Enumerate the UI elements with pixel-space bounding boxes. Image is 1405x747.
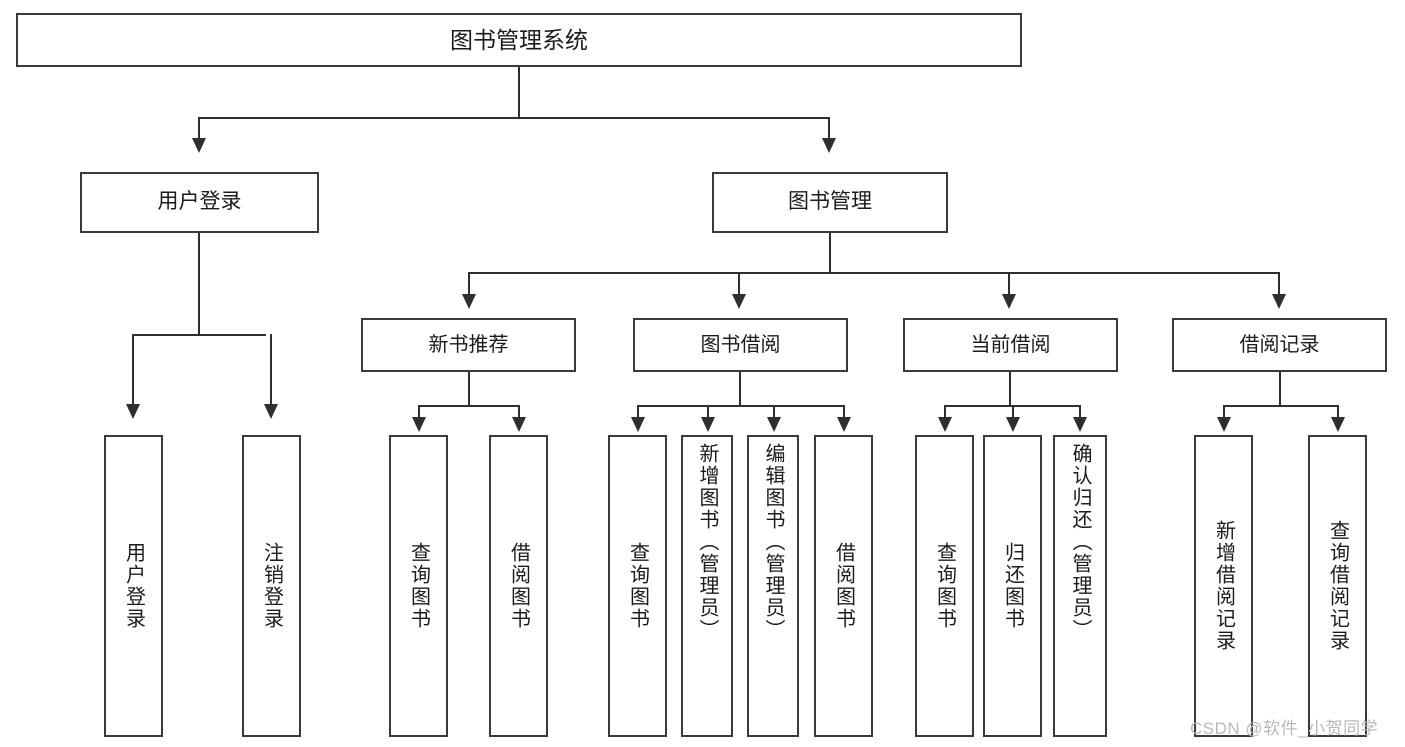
node-label: 用户登录 (122, 542, 145, 630)
node-label: 查询图书 (626, 542, 649, 630)
leaf-edit-book-admin[interactable]: 编辑图书（管理员） (747, 435, 799, 737)
arrow-to-leaf-logout (264, 404, 278, 419)
arrow-to-leaf-borrow-book-2 (837, 417, 851, 432)
connector-recommend-drop-2 (518, 405, 520, 419)
connector-book-manage-drop-2 (738, 272, 740, 296)
connector-user-login-stem (198, 233, 200, 335)
arrow-to-leaf-add-record (1217, 417, 1231, 432)
connector-user-login-drop-1 (132, 334, 134, 406)
leaf-query-book-current[interactable]: 查询图书 (915, 435, 974, 737)
connector-records-drop-2 (1337, 405, 1339, 419)
connector-borrow-drop-2 (707, 405, 709, 419)
connector-records-drop-1 (1223, 405, 1225, 419)
arrow-to-leaf-edit-book (767, 417, 781, 432)
connector-borrow-bus (637, 405, 845, 407)
arrow-to-leaf-user-login (126, 404, 140, 419)
connector-root-drop-left (198, 117, 200, 141)
node-root-system[interactable]: 图书管理系统 (16, 13, 1022, 67)
connector-records-stem (1279, 372, 1281, 406)
node-label: 新增图书（管理员） (696, 443, 718, 641)
arrow-to-leaf-query-record (1331, 417, 1345, 432)
node-label: 新书推荐 (428, 333, 509, 356)
arrow-to-borrow-records (1272, 294, 1286, 309)
arrow-to-user-login (192, 138, 206, 153)
leaf-return-book[interactable]: 归还图书 (983, 435, 1042, 737)
connector-current-drop-3 (1079, 405, 1081, 419)
arrow-to-book-manage (822, 138, 836, 153)
connector-current-drop-1 (944, 405, 946, 419)
node-label: 图书管理 (788, 190, 872, 214)
arrow-to-leaf-confirm-return (1073, 417, 1087, 432)
node-label: 借阅记录 (1239, 333, 1320, 356)
node-label: 图书管理系统 (450, 26, 588, 53)
leaf-logout[interactable]: 注销登录 (242, 435, 301, 737)
arrow-to-leaf-borrow-book-1 (512, 417, 526, 432)
connector-recommend-bus (418, 405, 520, 407)
node-label: 查询图书 (407, 542, 430, 630)
node-label: 确认归还（管理员） (1069, 443, 1091, 641)
connector-borrow-drop-3 (773, 405, 775, 419)
connector-user-login-bus (132, 334, 266, 336)
node-label: 当前借阅 (970, 333, 1051, 356)
node-new-book-recommend[interactable]: 新书推荐 (361, 318, 576, 372)
leaf-query-borrow-record[interactable]: 查询借阅记录 (1308, 435, 1367, 737)
leaf-add-borrow-record[interactable]: 新增借阅记录 (1194, 435, 1253, 737)
node-current-borrow[interactable]: 当前借阅 (903, 318, 1118, 372)
leaf-borrow-book[interactable]: 借阅图书 (814, 435, 873, 737)
connector-recommend-stem (468, 372, 470, 406)
connector-book-manage-drop-4 (1278, 272, 1280, 296)
node-label: 归还图书 (1001, 542, 1024, 630)
node-book-manage[interactable]: 图书管理 (712, 172, 948, 233)
connector-root-stem (518, 67, 520, 118)
connector-root-drop-right (828, 117, 830, 141)
connector-borrow-drop-4 (843, 405, 845, 419)
connector-user-login-drop-2 (270, 334, 272, 406)
arrow-to-current-borrow (1002, 294, 1016, 309)
leaf-confirm-return-admin[interactable]: 确认归还（管理员） (1053, 435, 1107, 737)
leaf-query-book-borrow[interactable]: 查询图书 (608, 435, 667, 737)
connector-book-manage-drop-1 (468, 272, 470, 296)
node-label: 查询图书 (933, 542, 956, 630)
node-borrow-records[interactable]: 借阅记录 (1172, 318, 1387, 372)
arrow-to-leaf-query-book-2 (631, 417, 645, 432)
node-user-login[interactable]: 用户登录 (80, 172, 319, 233)
connector-current-drop-2 (1012, 405, 1014, 419)
arrow-to-leaf-return-book (1006, 417, 1020, 432)
node-label: 用户登录 (157, 190, 242, 214)
connector-book-manage-bus (468, 272, 1280, 274)
arrow-to-new-book-recommend (462, 294, 476, 309)
node-label: 新增借阅记录 (1212, 520, 1235, 652)
connector-book-manage-stem (829, 233, 831, 273)
leaf-add-book-admin[interactable]: 新增图书（管理员） (681, 435, 733, 737)
node-book-borrow[interactable]: 图书借阅 (633, 318, 848, 372)
connector-recommend-drop-1 (418, 405, 420, 419)
leaf-borrow-book-recommend[interactable]: 借阅图书 (489, 435, 548, 737)
leaf-query-book-recommend[interactable]: 查询图书 (389, 435, 448, 737)
connector-borrow-drop-1 (637, 405, 639, 419)
arrow-to-leaf-add-book (701, 417, 715, 432)
connector-root-bus (198, 117, 830, 119)
arrow-to-leaf-query-book-1 (412, 417, 426, 432)
leaf-user-login[interactable]: 用户登录 (104, 435, 163, 737)
node-label: 借阅图书 (507, 542, 530, 630)
arrow-to-book-borrow (732, 294, 746, 309)
connector-records-bus (1223, 405, 1339, 407)
connector-borrow-stem (739, 372, 741, 406)
node-label: 图书借阅 (700, 333, 781, 356)
arrow-to-leaf-query-book-3 (938, 417, 952, 432)
node-label: 编辑图书（管理员） (762, 443, 784, 641)
connector-current-stem (1009, 372, 1011, 406)
node-label: 查询借阅记录 (1326, 520, 1349, 652)
connector-book-manage-drop-3 (1008, 272, 1010, 296)
node-label: 借阅图书 (832, 542, 855, 630)
watermark: CSDN @软件_小贺同学 (1190, 719, 1379, 738)
node-label: 注销登录 (260, 542, 283, 630)
